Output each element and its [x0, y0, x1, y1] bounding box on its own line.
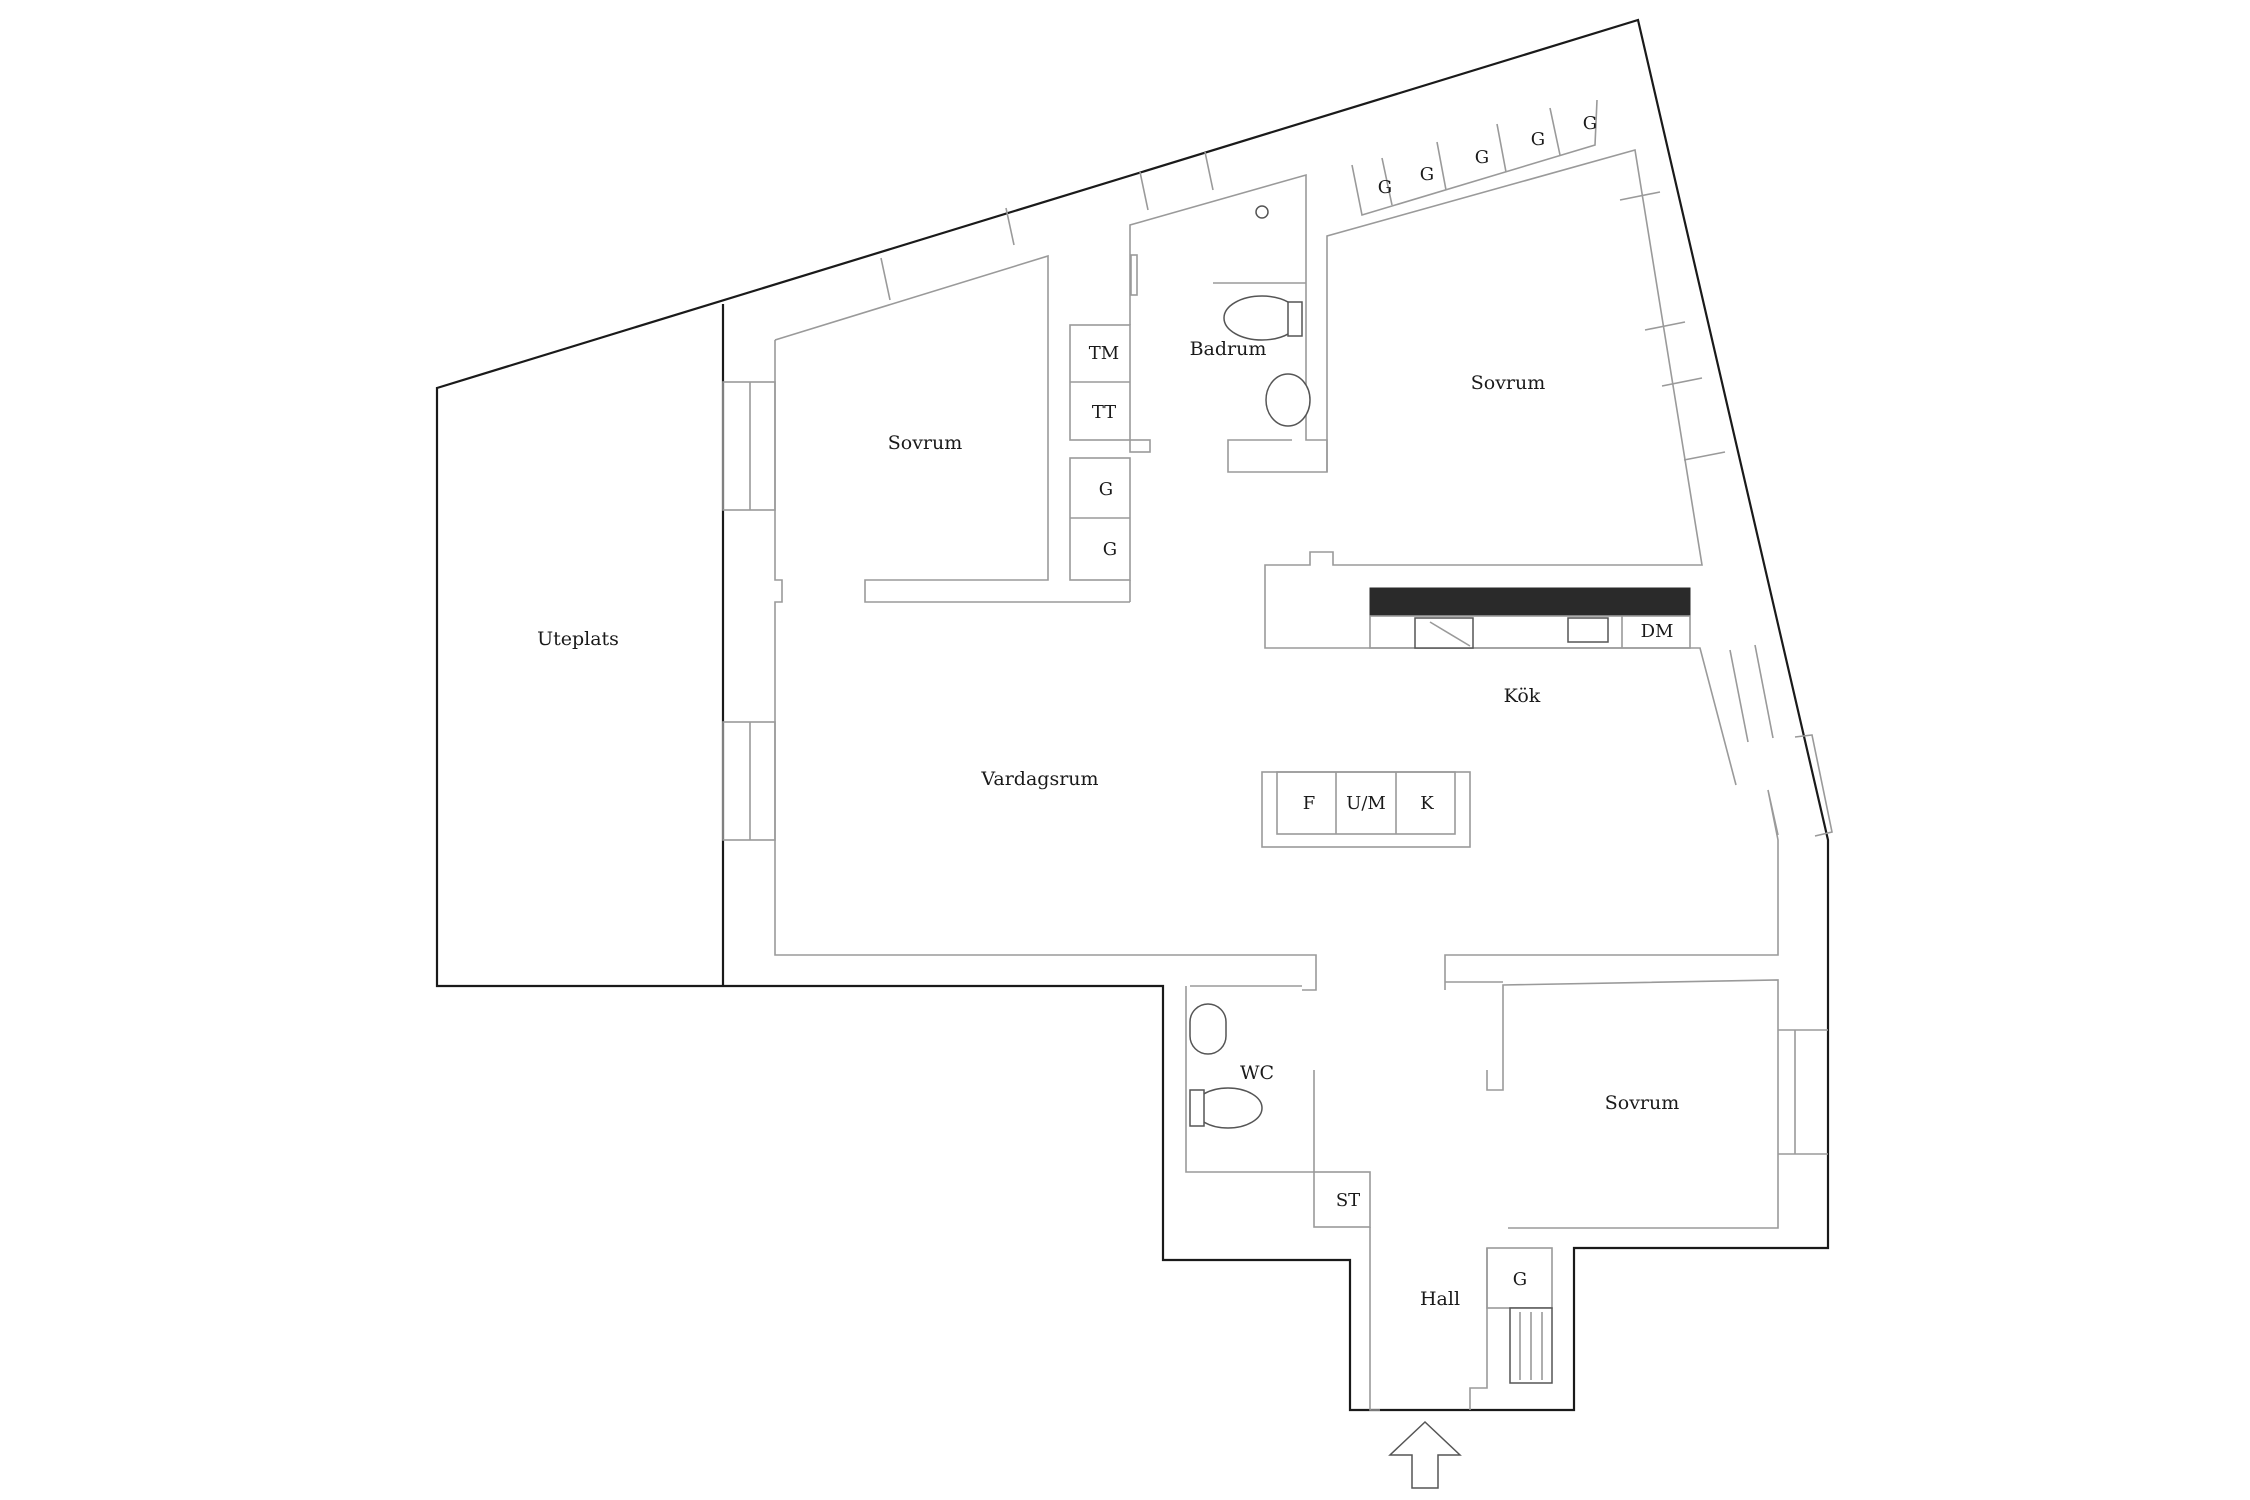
sink-icon	[1567, 617, 1609, 643]
fixture-label-g: G	[1099, 479, 1113, 500]
bedroom-north-wall	[1264, 148, 1737, 786]
room-label-kok: Kök	[1504, 685, 1541, 707]
window-frame	[722, 721, 776, 841]
wardrobe	[1069, 457, 1131, 581]
storage-closet	[1313, 1171, 1371, 1228]
sink-icon	[1189, 1003, 1227, 1055]
fixture-label-f: F	[1303, 793, 1316, 814]
room-label-sovrum-north: Sovrum	[1471, 372, 1546, 394]
window-frame	[722, 381, 776, 511]
bedroom-west-wall	[774, 254, 1130, 603]
living-room-wall	[774, 635, 1317, 991]
fixture-label-um: U/M	[1346, 793, 1386, 814]
fixture-label-g: G	[1475, 147, 1489, 168]
fixture-label-g: G	[1420, 164, 1434, 185]
outer-wall	[435, 18, 1830, 1412]
fixture-label-k: K	[1420, 793, 1434, 814]
fixture-label-g: G	[1103, 539, 1117, 560]
room-label-sovrum-west: Sovrum	[888, 432, 963, 454]
room-label-sovrum-east: Sovrum	[1605, 1092, 1680, 1114]
entrance-arrow-icon	[1388, 1420, 1462, 1489]
sink-icon	[1265, 373, 1311, 427]
closet-row	[1351, 99, 1598, 217]
room-label-uteplats: Uteplats	[537, 628, 619, 650]
room-label-badrum: Badrum	[1190, 338, 1267, 360]
kitchen-counter	[1369, 587, 1691, 617]
wc-wall	[1185, 986, 1315, 1173]
bedroom-east-wall	[1486, 979, 1779, 1229]
room-label-hall: Hall	[1420, 1288, 1460, 1310]
fixture-label-g: G	[1378, 177, 1392, 198]
fixture-label-g: G	[1583, 113, 1597, 134]
shower-icon	[1255, 205, 1269, 219]
fixture-label-g: G	[1513, 1269, 1527, 1290]
fixture-label-dm: DM	[1641, 621, 1674, 642]
fixture-label-tm: TM	[1089, 343, 1119, 364]
fixture-label-tt: TT	[1092, 402, 1116, 423]
fixture-label-g: G	[1531, 129, 1545, 150]
fixture-label-st: ST	[1336, 1190, 1360, 1211]
stove-icon	[1414, 617, 1474, 649]
room-label-wc: WC	[1240, 1062, 1274, 1084]
room-label-vardagsrum: Vardagsrum	[980, 768, 1098, 790]
